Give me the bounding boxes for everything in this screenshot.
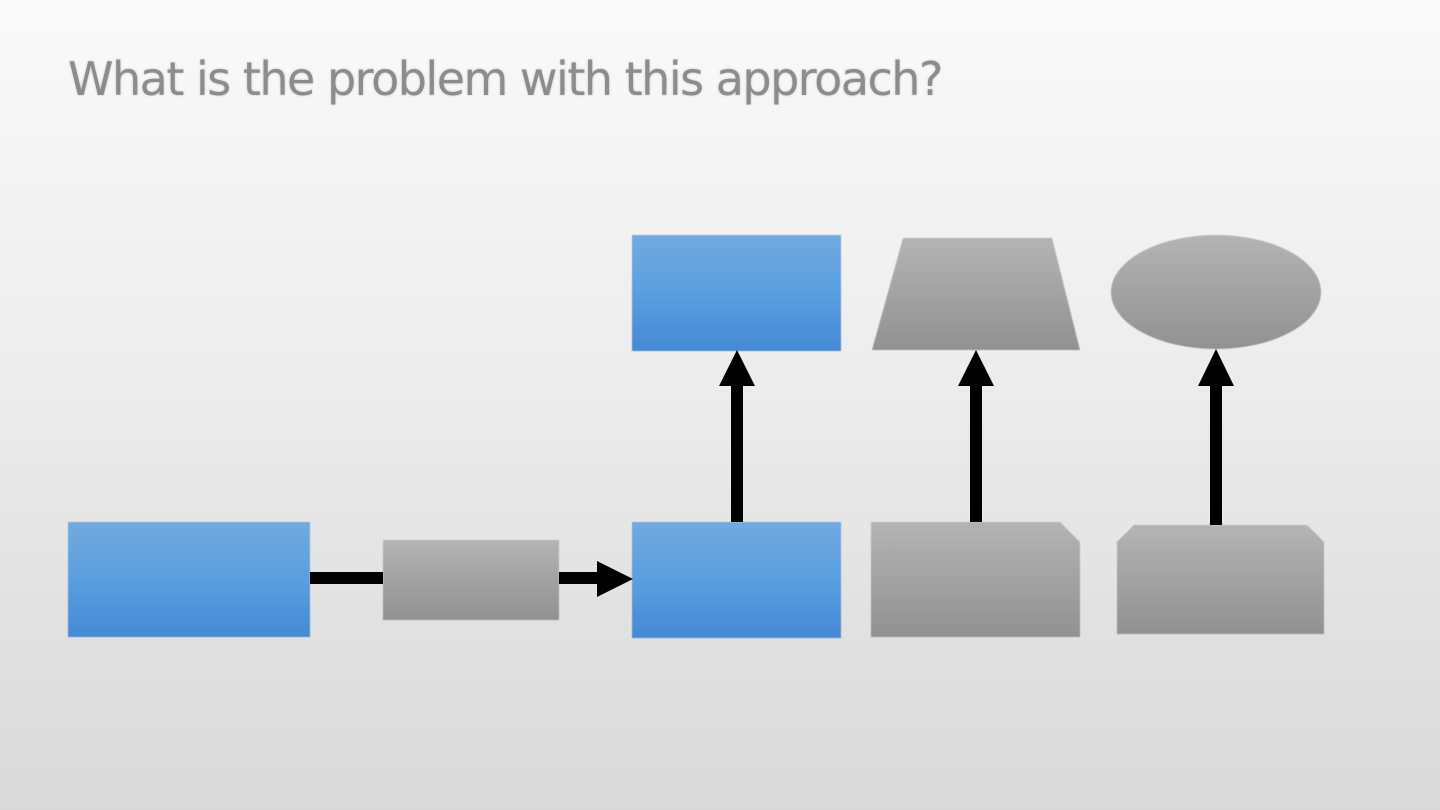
arrow-up-2-head — [958, 350, 994, 386]
arrow-up-3-shaft — [1210, 384, 1222, 525]
arrow-up-2-shaft — [970, 384, 982, 522]
slide-title: What is the problem with this approach? — [68, 52, 943, 106]
connector-line — [310, 572, 383, 584]
gray-snipped-box-far-right — [1117, 525, 1324, 634]
gray-snipped-box-right — [871, 522, 1080, 637]
blue-box-center — [632, 522, 841, 638]
blue-box-top — [632, 235, 841, 351]
gray-ellipse-top — [1111, 235, 1321, 349]
blue-box-start — [68, 522, 310, 637]
arrow-up-3-head — [1198, 349, 1234, 386]
gray-box-middle — [383, 540, 559, 620]
arrow-up-1-shaft — [731, 384, 743, 522]
arrow-right-head — [597, 561, 633, 597]
arrow-up-1-head — [719, 350, 755, 386]
arrow-right-shaft — [559, 572, 599, 584]
gray-trapezoid-top — [872, 238, 1080, 350]
